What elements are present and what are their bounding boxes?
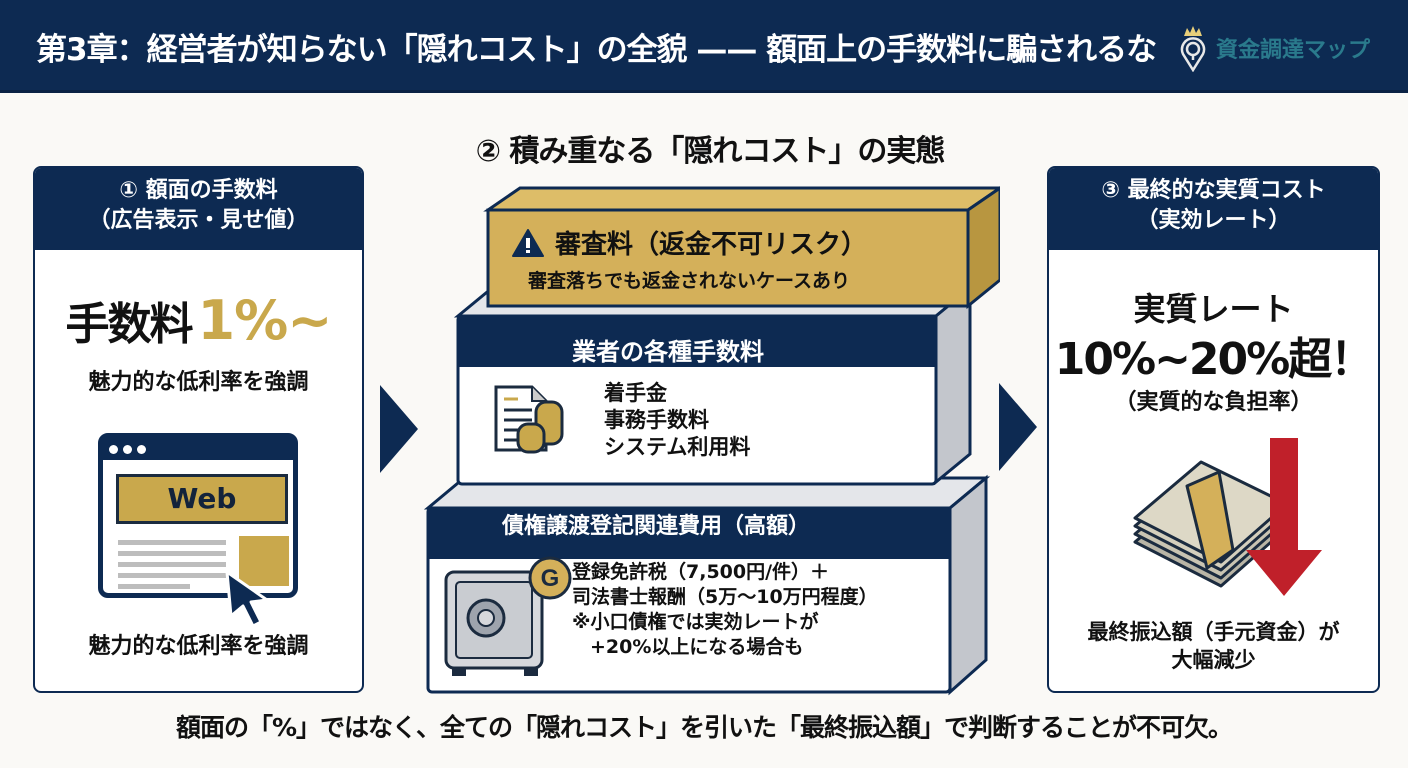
panel3-heading-line1: ③ 最終的な実質コスト bbox=[1101, 178, 1326, 203]
effective-rate-note: （実質的な負担率） bbox=[1114, 390, 1313, 415]
fee-label: 手数料 bbox=[65, 299, 194, 350]
safe-icon: G bbox=[444, 556, 572, 676]
fee-value: 1%~ bbox=[197, 289, 333, 352]
conclusion-text: 額面の「%」ではなく、全ての「隠れコスト」を引いた「最終振込額」で判断することが… bbox=[175, 713, 1233, 742]
vendor-fees-title: 業者の各種手数料 bbox=[572, 338, 764, 366]
screening-fee-subtitle: 審査落ちでも返金されないケースあり bbox=[527, 270, 851, 292]
final-transfer-line1: 最終振込額（手元資金）が bbox=[1087, 620, 1340, 644]
list-item: 事務手数料 bbox=[604, 408, 709, 432]
scrivener-fee-line: 司法書士報酬（5万～10万円程度） bbox=[572, 586, 878, 608]
page-title: 第3章：経営者が知らない「隠れコスト」の全貌 —— 額面上の手数料に騙されるな bbox=[36, 32, 1157, 68]
panel3-heading: ③ 最終的な実質コスト （実効レート） bbox=[1049, 168, 1378, 250]
svg-text:G: G bbox=[541, 565, 560, 592]
header-banner: 第3章：経営者が知らない「隠れコスト」の全貌 —— 額面上の手数料に騙されるな … bbox=[0, 0, 1408, 93]
registration-cost-title: 債権譲渡登記関連費用（高額） bbox=[501, 514, 810, 539]
warning-icon bbox=[511, 228, 544, 257]
brand-logo: 資金調達マップ bbox=[1178, 24, 1370, 72]
flow-arrow-right-1 bbox=[380, 385, 418, 473]
hidden-cost-title: ② 積み重なる「隠れコスト」の実態 bbox=[475, 134, 946, 169]
web-banner: Web bbox=[116, 474, 288, 524]
panel1-heading: ① 額面の手数料 （広告表示・見せ値） bbox=[35, 168, 362, 250]
crown-pin-icon bbox=[1180, 26, 1206, 72]
down-arrow-icon bbox=[1246, 438, 1322, 596]
screening-fee-label: 審査料（返金不可リスク） bbox=[554, 230, 867, 260]
screening-fee-title: 審査料（返金不可リスク） bbox=[494, 224, 884, 261]
list-item: システム利用料 bbox=[604, 435, 751, 459]
brand-name: 資金調達マップ bbox=[1216, 38, 1371, 63]
registration-cost-details: 登録免許税（7,500円/件）＋ 司法書士報酬（5万～10万円程度） ※小口債権… bbox=[572, 560, 878, 660]
effective-rate-value: 10%~20%超！ bbox=[1054, 334, 1375, 385]
registration-tax-line: 登録免許税（7,500円/件）＋ bbox=[572, 561, 830, 583]
cash-stack-icon bbox=[1133, 460, 1289, 588]
browser-titlebar bbox=[103, 438, 293, 460]
flow-arrow-right-2 bbox=[999, 383, 1037, 471]
small-claim-note-2: +20%以上になる場合も bbox=[590, 636, 804, 658]
final-transfer-caption: 最終振込額（手元資金）が 大幅減少 bbox=[1049, 618, 1378, 674]
panel-effective-cost: ③ 最終的な実質コスト （実効レート） 実質レート 10%~20%超！ （実質的… bbox=[1047, 166, 1380, 693]
ad-block bbox=[239, 536, 289, 586]
document-coins-icon bbox=[494, 385, 564, 454]
panel1-heading-line2: （広告表示・見せ値） bbox=[88, 208, 309, 233]
cost-stack-diagram: G bbox=[423, 186, 1000, 696]
small-claim-note: ※小口債権では実効レートが bbox=[572, 611, 819, 633]
panel1-heading-line1: ① 額面の手数料 bbox=[119, 178, 278, 203]
vendor-fees-list: 着手金 事務手数料 システム利用料 bbox=[604, 380, 750, 461]
effective-rate-label: 実質レート bbox=[1133, 290, 1294, 328]
caption-bottom: 魅力的な低利率を強調 bbox=[88, 634, 309, 659]
list-item: 着手金 bbox=[604, 381, 667, 405]
caption-top: 魅力的な低利率を強調 bbox=[88, 370, 309, 395]
final-transfer-line2: 大幅減少 bbox=[1171, 648, 1256, 672]
web-browser-icon: Web bbox=[98, 433, 298, 598]
mouse-cursor-icon bbox=[225, 570, 269, 628]
panel3-heading-line2: （実効レート） bbox=[1136, 208, 1291, 233]
